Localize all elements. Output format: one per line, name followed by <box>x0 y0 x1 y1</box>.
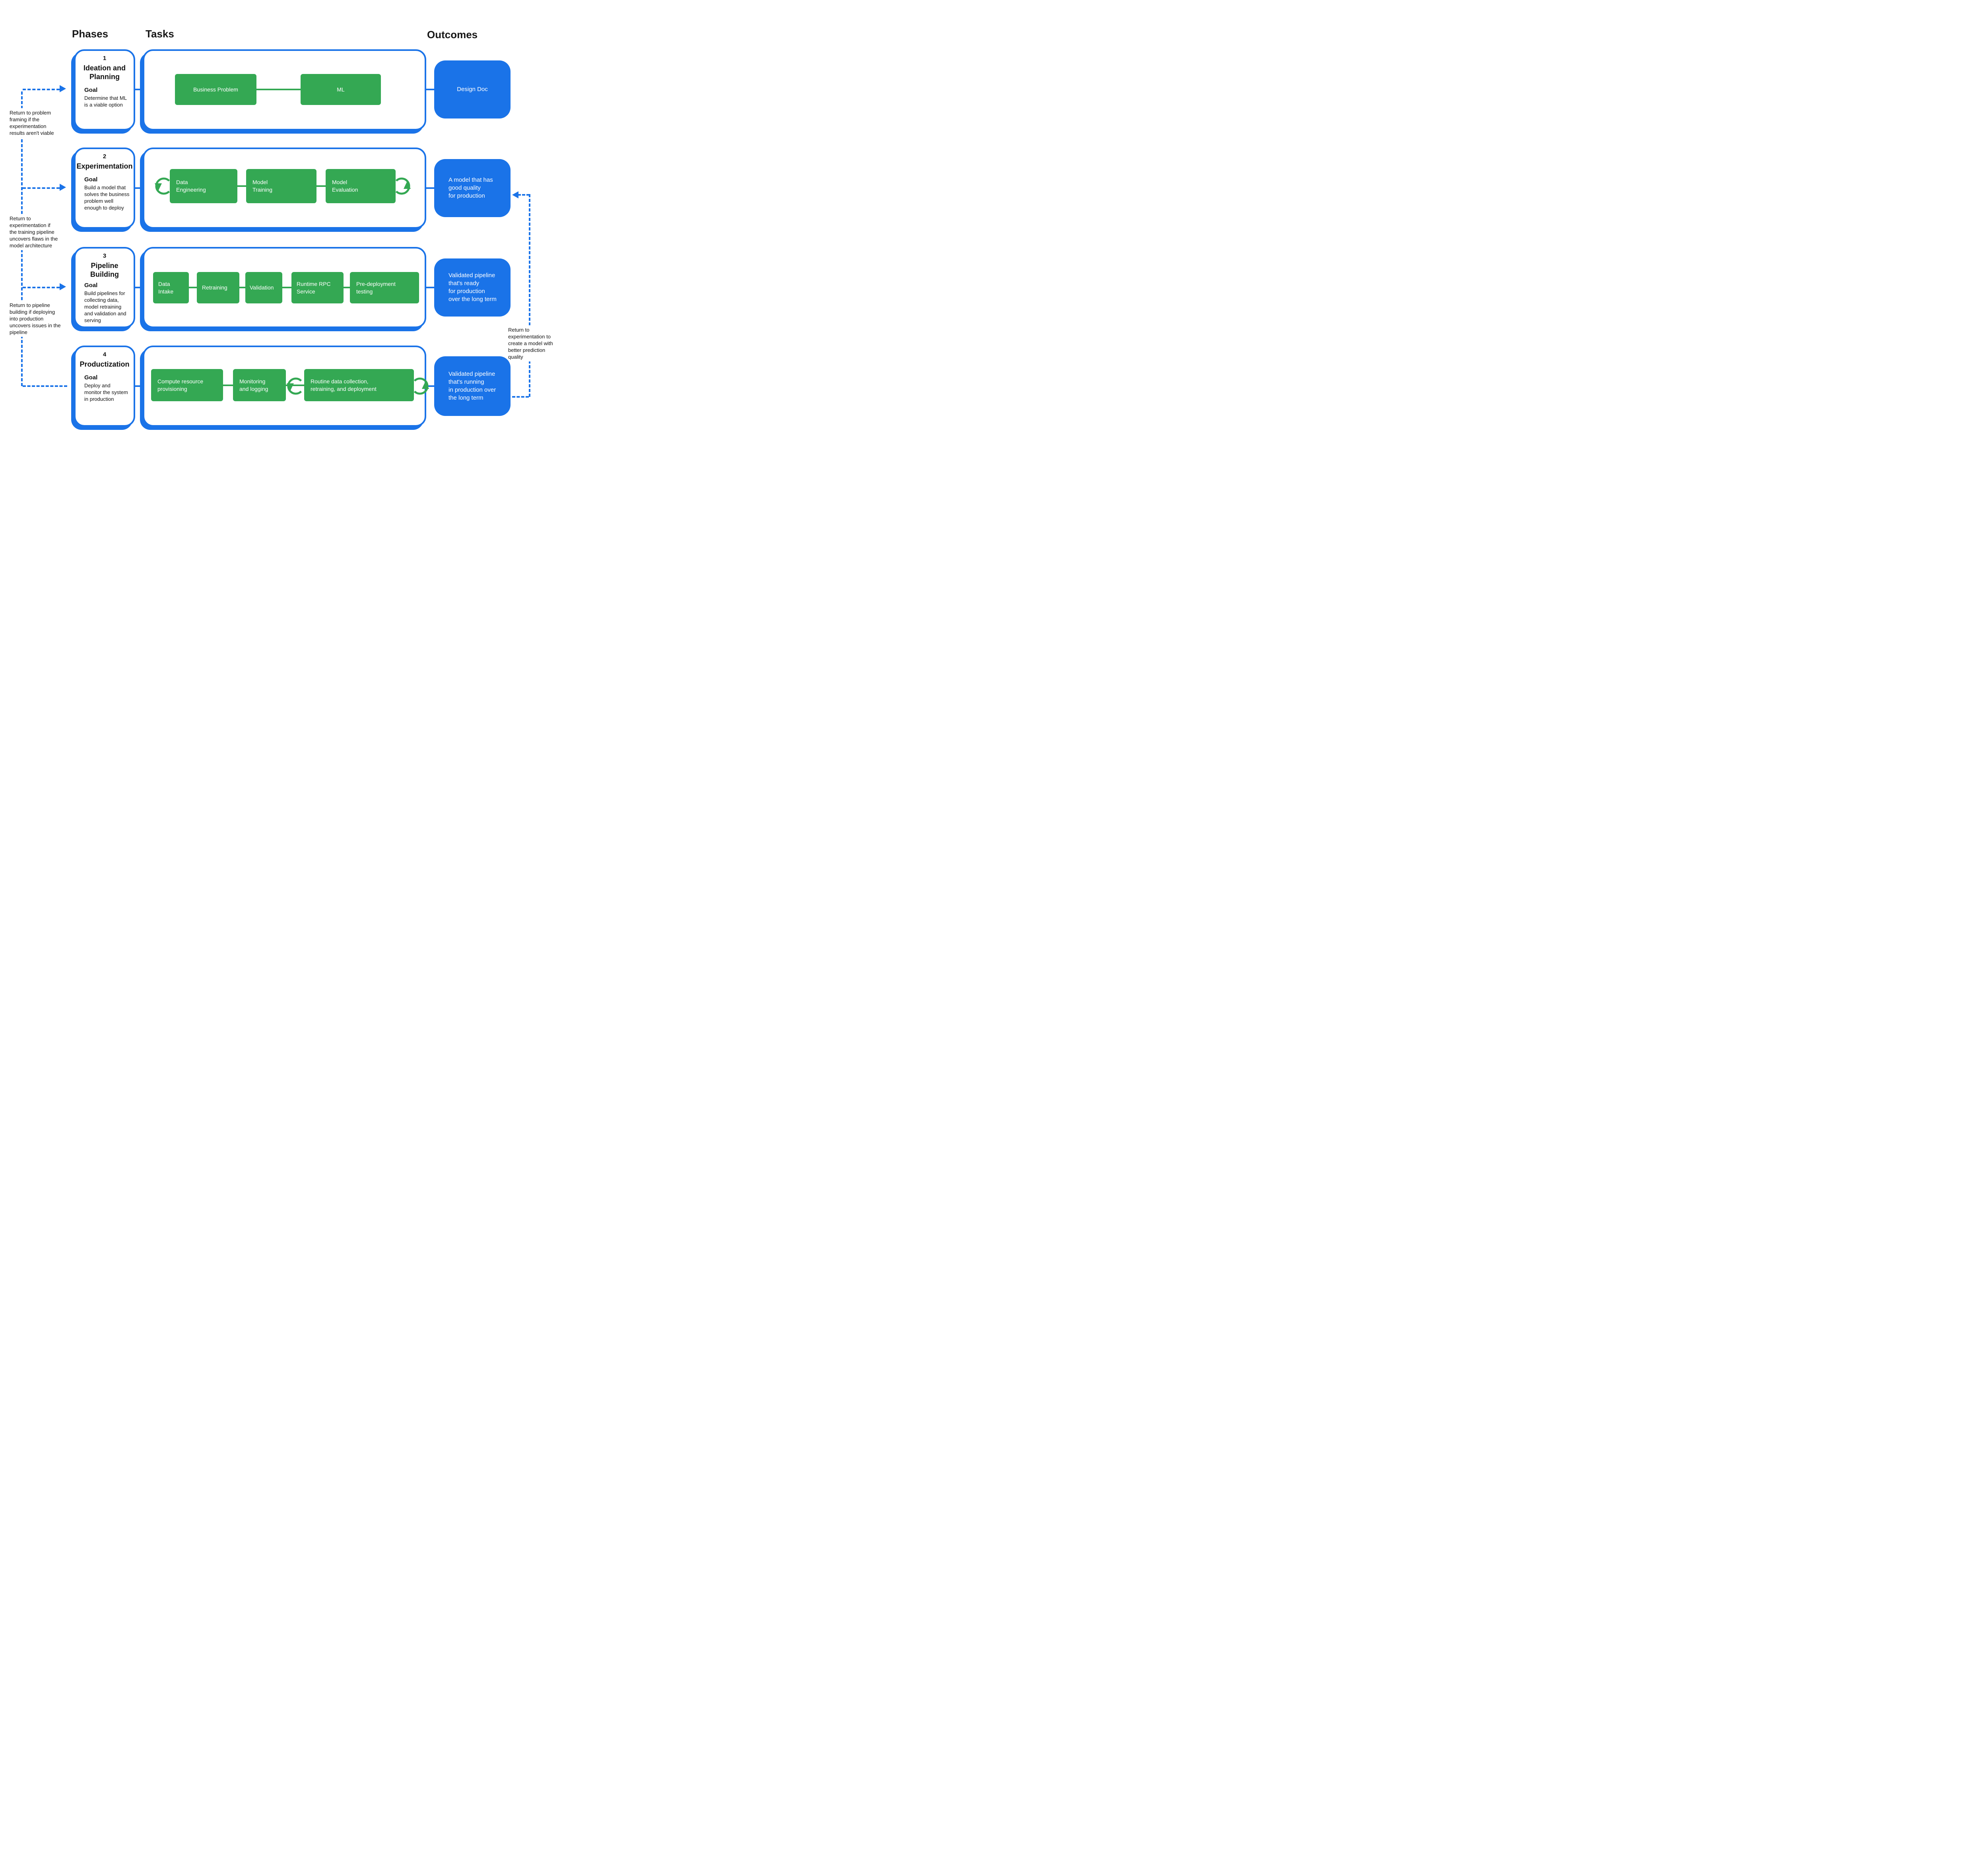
phase-title: Ideation and Planning <box>83 64 126 81</box>
connector-monitoring-routine <box>286 385 304 386</box>
connector-validation-rpc <box>282 287 291 288</box>
goal-text: Build a model that solves the business p… <box>84 185 130 211</box>
task-validation: Validation <box>245 272 282 303</box>
phase-number: 4 <box>103 351 107 358</box>
task-retraining: Retraining <box>197 272 239 303</box>
annotation-return-to-pipeline-building: Return to pipeline building if deploying… <box>10 301 70 337</box>
phase-title: Experimentation <box>76 162 133 170</box>
connector-tasks2-to-outcome <box>426 187 434 189</box>
column-header-phases: Phases <box>72 28 109 40</box>
connector-phase3-to-tasks <box>135 287 143 288</box>
outcome-validated-pipeline-running: Validated pipeline that's running in pro… <box>434 356 511 416</box>
task-routine-data-collection: Routine data collection, retraining, and… <box>304 369 414 401</box>
phase-number: 2 <box>103 153 107 160</box>
arrowhead-to-outcome-2-icon <box>512 191 518 198</box>
connector-intake-retraining <box>189 287 197 288</box>
task-business-problem: Business Problem <box>175 74 256 105</box>
goal-text: Determine that ML is a viable option <box>84 95 127 108</box>
task-predeployment-testing: Pre-deployment testing <box>350 272 419 303</box>
connector-retraining-validation <box>239 287 245 288</box>
iteration-loop-right-icon <box>414 377 429 395</box>
iteration-loop-left-icon <box>155 177 170 195</box>
connector-phase4-to-tasks <box>135 385 143 387</box>
connector-phase1-to-tasks <box>135 89 143 90</box>
feedback-line-from-outcome-4 <box>512 396 529 398</box>
connector-tasks3-to-outcome <box>426 287 434 288</box>
connector-phase2-to-tasks <box>135 187 143 189</box>
phase-card-3: 3 Pipeline Building Goal Build pipelines… <box>74 247 135 328</box>
connector-tasks1-to-outcome <box>426 89 434 90</box>
arrowhead-to-phase-1-icon <box>60 85 66 92</box>
feedback-line-to-phase-3 <box>23 287 60 288</box>
annotation-return-to-experimentation-right: Return to experimentation to create a mo… <box>508 325 562 361</box>
goal-label: Goal <box>84 87 98 93</box>
outcome-good-quality-model: A model that has good quality for produc… <box>434 159 511 217</box>
connector-dataeng-training <box>237 185 246 187</box>
task-monitoring-and-logging: Monitoring and logging <box>233 369 286 401</box>
column-header-outcomes: Outcomes <box>427 29 478 41</box>
arrowhead-to-phase-2-icon <box>60 184 66 191</box>
goal-text: Build pipelines for collecting data, mod… <box>84 290 126 323</box>
feedback-line-to-phase-1 <box>23 89 60 90</box>
outcome-validated-pipeline-ready: Validated pipeline that's ready for prod… <box>434 258 511 317</box>
connector-tasks4-to-outcome <box>426 385 434 387</box>
annotation-return-to-experimentation: Return to experimentation if the trainin… <box>10 214 69 250</box>
task-model-training: Model Training <box>246 169 316 203</box>
annotation-return-to-problem-framing: Return to problem framing if the experim… <box>10 108 62 138</box>
task-runtime-rpc-service: Runtime RPC Service <box>291 272 344 303</box>
mlops-phases-diagram: Phases Tasks Outcomes Return to problem … <box>0 0 564 465</box>
goal-label: Goal <box>84 282 98 289</box>
column-header-tasks: Tasks <box>146 28 174 40</box>
arrowhead-to-phase-3-icon <box>60 283 66 290</box>
feedback-line-to-phase-2 <box>23 187 60 189</box>
connector-business-problem-ml <box>256 89 301 90</box>
task-data-intake: Data Intake <box>153 272 189 303</box>
phase-card-4: 4 Productization Goal Deploy and monitor… <box>74 346 135 427</box>
connector-rpc-predeployment <box>344 287 350 288</box>
task-model-evaluation: Model Evaluation <box>326 169 396 203</box>
goal-label: Goal <box>84 374 98 381</box>
feedback-line-right-vertical <box>529 194 530 397</box>
phase-card-2: 2 Experimentation Goal Build a model tha… <box>74 148 135 229</box>
task-compute-resource-provisioning: Compute resource provisioning <box>151 369 223 401</box>
connector-training-evaluation <box>316 185 326 187</box>
task-data-engineering: Data Engineering <box>170 169 237 203</box>
outcome-design-doc: Design Doc <box>434 60 511 118</box>
feedback-line-to-outcome-2 <box>518 194 530 196</box>
phase-card-1: 1 Ideation and Planning Goal Determine t… <box>74 49 135 130</box>
feedback-line-from-phase-4 <box>23 385 67 387</box>
connector-compute-monitoring <box>223 385 233 386</box>
phase-number: 1 <box>103 55 107 62</box>
task-ml: ML <box>301 74 381 105</box>
iteration-loop-left-icon <box>287 377 302 395</box>
phase-title: Pipeline Building <box>90 262 119 278</box>
phase-number: 3 <box>103 253 107 259</box>
goal-text: Deploy and monitor the system in product… <box>84 383 128 402</box>
phase-title: Productization <box>80 360 130 368</box>
iteration-loop-right-icon <box>395 177 411 195</box>
goal-label: Goal <box>84 176 98 183</box>
